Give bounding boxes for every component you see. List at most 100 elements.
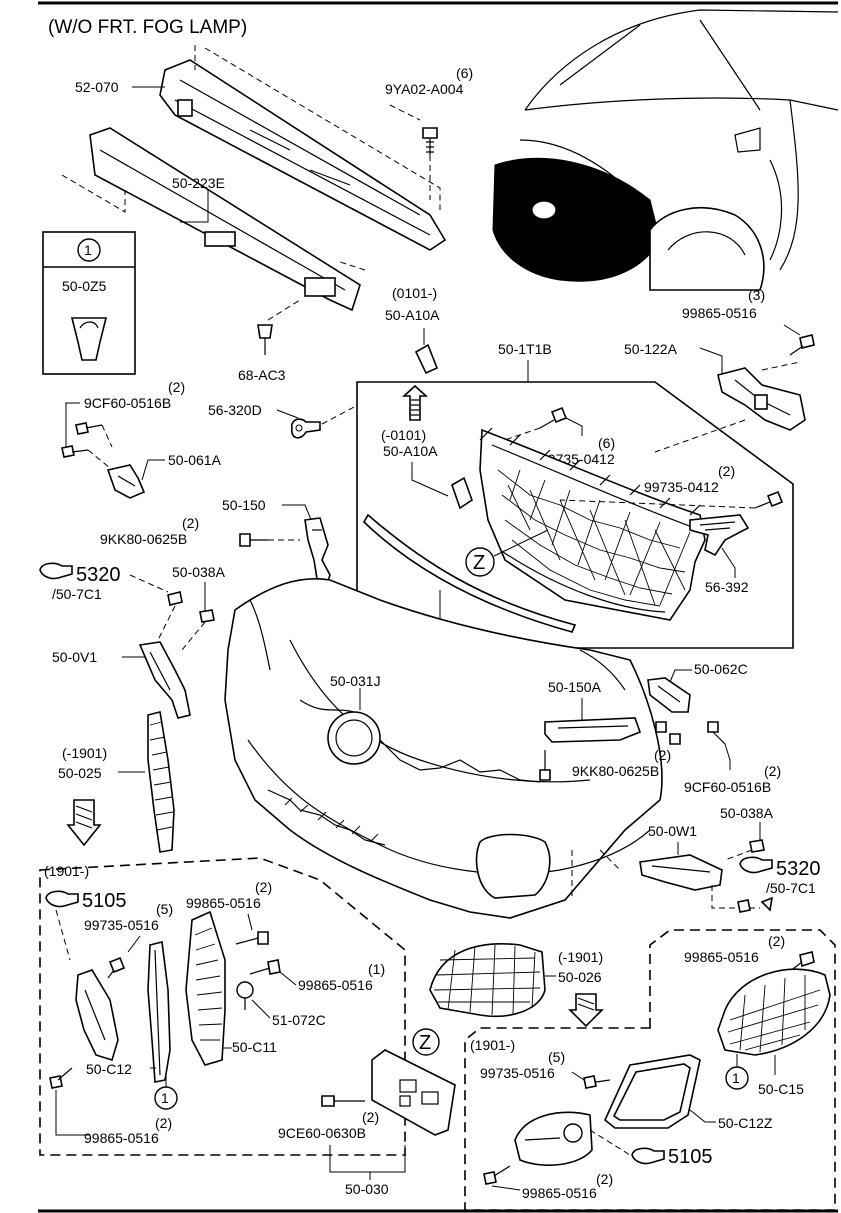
label-screw-h-qty: (2) [155, 1115, 172, 1131]
label-badge-date: (0101-) [392, 285, 437, 301]
side-bracket [138, 641, 191, 719]
lower-grille [429, 943, 546, 1018]
ornament-icon [290, 418, 321, 439]
bracket-left [106, 464, 146, 499]
grille-screw2-dash [559, 499, 756, 509]
bolt-icon [422, 127, 438, 155]
leader-grille-screw [565, 417, 583, 436]
leader-screw-j [571, 1071, 585, 1081]
label-screw-c: 9KK80-0625B [572, 763, 659, 779]
clip-dash [157, 605, 206, 651]
bumper-reinforcement [159, 45, 447, 251]
label-absorber-clip: 68-AC3 [238, 367, 286, 383]
bumper-ring [327, 711, 381, 765]
leader-bracket-l [141, 459, 165, 481]
label-ref-num2: 5320 [776, 858, 821, 880]
retainer-center [544, 717, 642, 743]
label-screw-g-qty: (1) [368, 961, 385, 977]
label-plate: 50-030 [345, 1181, 389, 1197]
label-cover: 50-C11 [232, 1039, 277, 1055]
clip-icon-b [199, 609, 215, 623]
label-ref-num3: 5105 [82, 890, 127, 912]
clip-dash [267, 299, 301, 321]
clip3-icon [236, 981, 254, 1010]
label-bumper: 50-031J [330, 673, 381, 689]
screw-icon-k [483, 1165, 511, 1185]
screw-icon-r [789, 334, 815, 356]
screw-icon-a1 [75, 422, 103, 435]
screw-icon-c [539, 750, 551, 781]
clip-icon-c [749, 839, 765, 853]
leader-plate [329, 1145, 406, 1173]
ref4-dash [589, 1129, 631, 1156]
group-right-box [464, 929, 836, 1211]
label-date-1901-end: (-1901) [62, 745, 107, 761]
label-screw-b-qty: (2) [182, 515, 199, 531]
leader-garnish-r [689, 1109, 716, 1123]
leader-bracket-r-screw [783, 324, 801, 336]
label-bracket-c: 50-062C [694, 661, 748, 677]
label-grille-screw2-qty: (2) [718, 463, 735, 479]
screw-icon-g [249, 959, 281, 975]
screw-icon-j [583, 1075, 611, 1089]
legend-symbol: 1 [84, 242, 92, 258]
label-screw-k: 99865-0516 [522, 1185, 597, 1201]
leader-screw-f [247, 913, 253, 931]
label-retainer-c: 50-150A [548, 679, 602, 695]
screw-icon-plate [321, 1095, 365, 1107]
clip-icon-a [167, 591, 183, 606]
hand-pointer-icon-2 [739, 856, 773, 874]
label-seal: 50-025 [58, 765, 102, 781]
leader-screw-h [55, 1090, 90, 1136]
label-reinforcement: 52-070 [75, 79, 119, 95]
group-left-box [39, 857, 406, 1156]
label-garnish-r: 50-C12Z [718, 1115, 773, 1131]
fog-bezel-left [75, 969, 119, 1062]
label-lower-grille: 50-026 [558, 969, 602, 985]
label-bracket-r-screw-qty: (3) [748, 287, 765, 303]
front-bumper [224, 577, 663, 919]
label-cover-r: 50-C15 [758, 1081, 804, 1097]
leader-badge2 [411, 462, 449, 497]
label-badge2: 50-A10A [383, 443, 438, 459]
label-screw-j-qty: (5) [548, 1049, 565, 1065]
leader-retainer [282, 504, 313, 523]
label-screw-j: 99735-0516 [480, 1065, 555, 1081]
fog-garnish-left [147, 941, 171, 1083]
label-ornament: 56-320D [208, 402, 262, 418]
arrow-down-icon-2 [568, 993, 604, 1028]
screw-icon-a2 [61, 445, 89, 458]
screw-icon-b [239, 533, 268, 547]
hand-pointer-icon [39, 562, 73, 580]
leader-screw-e [127, 935, 141, 953]
energy-absorber [61, 127, 366, 312]
emblem-holder [689, 514, 750, 557]
leader-absorber [180, 190, 209, 223]
diagram-title: (W/O FRT. FOG LAMP) [48, 17, 247, 38]
zoom-callout-z [465, 547, 495, 577]
label-screw-g: 99865-0516 [298, 977, 373, 993]
label-ref-num: 5320 [76, 564, 121, 586]
fog-cover-right [717, 968, 831, 1056]
label-absorber: 50-223E [172, 175, 225, 191]
zoom-callout-z-2 [412, 1028, 440, 1056]
label-bracket-r-screw: 99865-0516 [682, 305, 757, 321]
label-screw-h: 99865-0516 [84, 1130, 159, 1146]
arrow-up-icon [401, 384, 429, 421]
label-plate-screw-qty: (2) [362, 1109, 379, 1125]
leader-screw-d [724, 743, 731, 770]
leader-screw-k [491, 1185, 521, 1191]
leader-emblem-holder [721, 547, 736, 578]
clip-icon [257, 324, 273, 355]
label-group-date: (1901-) [44, 863, 89, 879]
label-bracket-w: 50-0W1 [648, 823, 697, 839]
bracket-w [639, 854, 723, 891]
label-lower-grille-date: (-1901) [558, 949, 603, 965]
screw-icon-e [107, 956, 126, 979]
radiator-grille [479, 427, 706, 621]
fog-garnish-right [604, 1054, 701, 1129]
label-screw-b: 9KK80-0625B [100, 531, 187, 547]
leader-bracket-c [669, 669, 692, 683]
label-screw-i-qty: (2) [768, 933, 785, 949]
